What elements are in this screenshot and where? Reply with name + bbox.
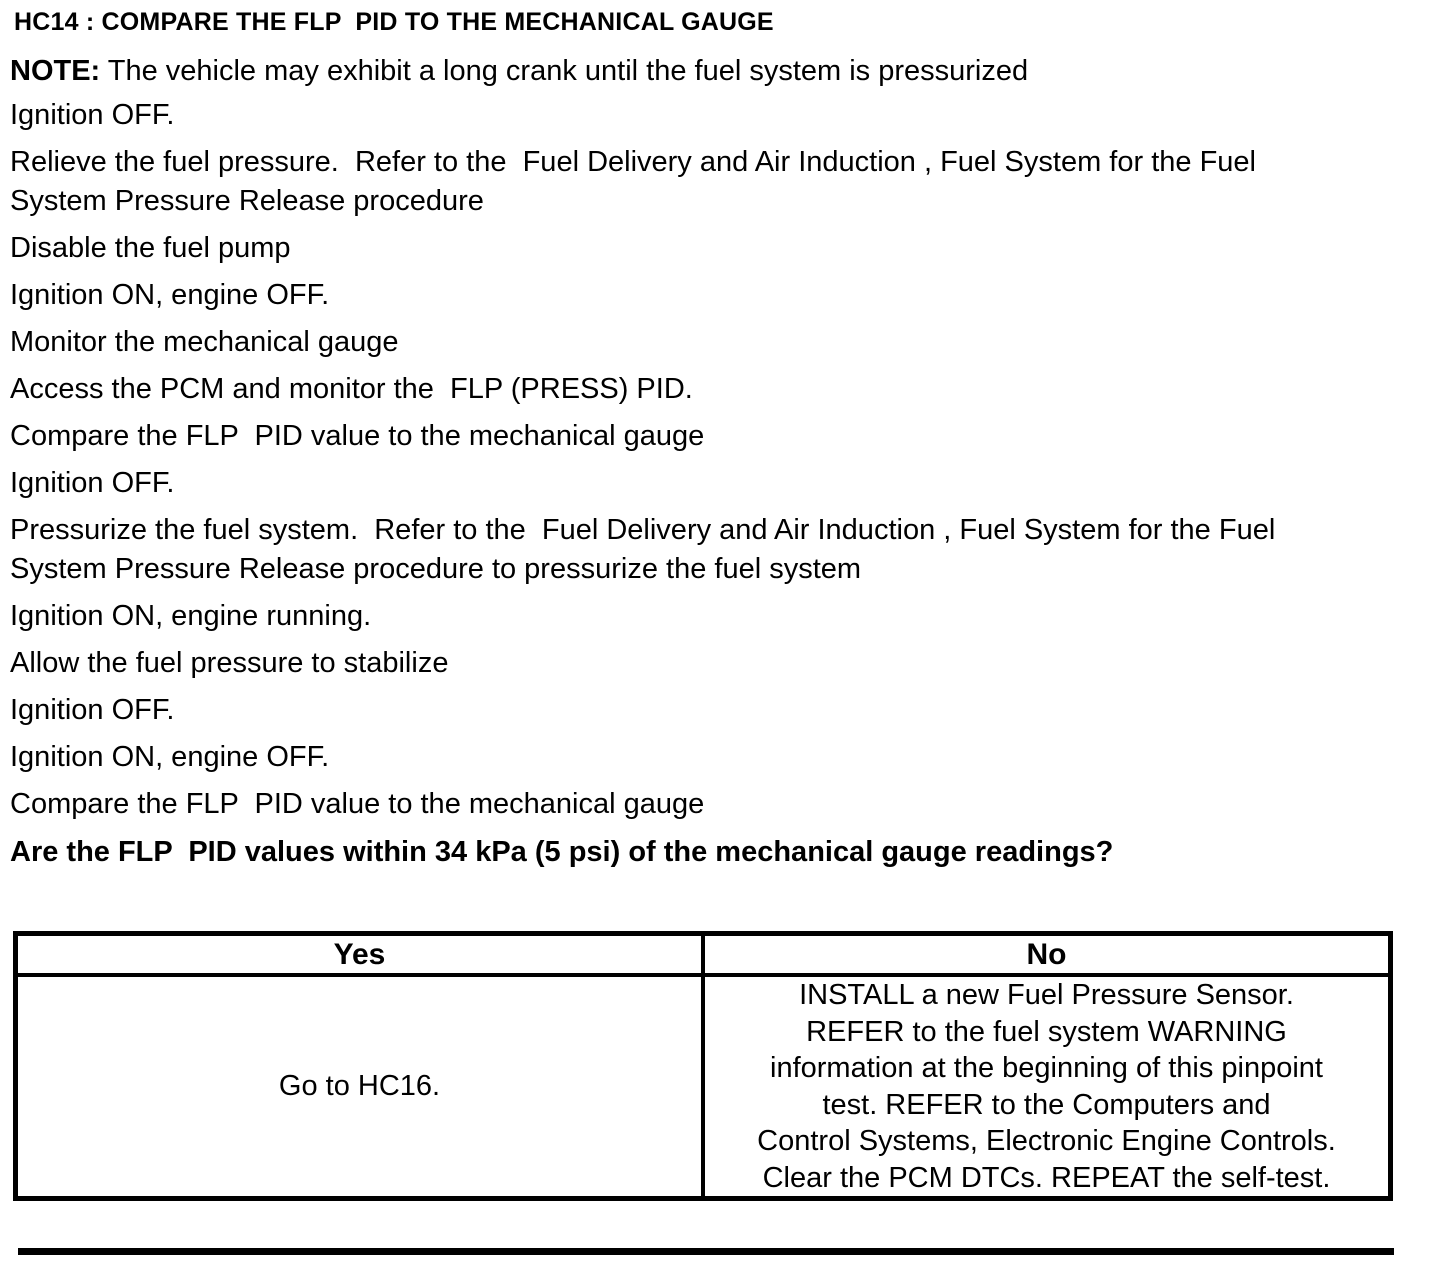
no-action-line: test. REFER to the Computers and	[822, 1088, 1271, 1121]
yes-header-cell: Yes	[13, 931, 705, 977]
note-text: The vehicle may exhibit a long crank unt…	[100, 55, 1029, 87]
procedure-step: Ignition ON, engine OFF.	[10, 279, 330, 311]
procedure-step: Ignition OFF.	[10, 467, 175, 499]
procedure-step: Allow the fuel pressure to stabilize	[10, 647, 449, 679]
procedure-step: Compare the FLP PID value to the mechani…	[10, 420, 705, 452]
procedure-step: Ignition ON, engine running.	[10, 600, 372, 632]
procedure-step: Access the PCM and monitor the FLP (PRES…	[10, 373, 693, 405]
bottom-divider	[18, 1248, 1394, 1255]
no-action-line: Clear the PCM DTCs. REPEAT the self-test…	[762, 1161, 1331, 1194]
procedure-step: Relieve the fuel pressure. Refer to the …	[10, 146, 1265, 217]
note-label: NOTE:	[10, 55, 101, 87]
no-header-cell: No	[701, 931, 1393, 977]
page-title: HC14 : COMPARE THE FLP PID TO THE MECHAN…	[14, 8, 774, 36]
procedure-step: Compare the FLP PID value to the mechani…	[10, 788, 705, 820]
results-body-row: Go to HC16. INSTALL a new Fuel Pressure …	[13, 973, 1393, 1201]
procedure-step: Ignition OFF.	[10, 694, 175, 726]
no-action-line: INSTALL a new Fuel Pressure Sensor.	[799, 979, 1294, 1011]
procedure-step: Pressurize the fuel system. Refer to the…	[10, 514, 1284, 585]
no-action-line: Control Systems, Electronic Engine Contr…	[757, 1125, 1336, 1157]
procedure-step: Ignition ON, engine OFF.	[10, 741, 330, 773]
results-header-row: Yes No	[13, 931, 1393, 977]
note-line: NOTE: The vehicle may exhibit a long cra…	[10, 55, 1440, 88]
procedure-step: Disable the fuel pump	[10, 232, 291, 264]
no-action-line: information at the beginning of this pin…	[770, 1052, 1323, 1084]
yes-action-cell: Go to HC16.	[13, 973, 705, 1201]
results-table: Yes No Go to HC16. INSTALL a new Fuel Pr…	[13, 931, 1393, 1201]
no-action-line: REFER to the fuel system WARNING	[806, 1015, 1287, 1048]
decision-question: Are the FLP PID values within 34 kPa (5 …	[10, 836, 1114, 868]
no-action-cell: INSTALL a new Fuel Pressure Sensor. REFE…	[701, 973, 1393, 1201]
procedure-step: Ignition OFF.	[10, 99, 175, 131]
procedure-step: Monitor the mechanical gauge	[10, 326, 399, 358]
